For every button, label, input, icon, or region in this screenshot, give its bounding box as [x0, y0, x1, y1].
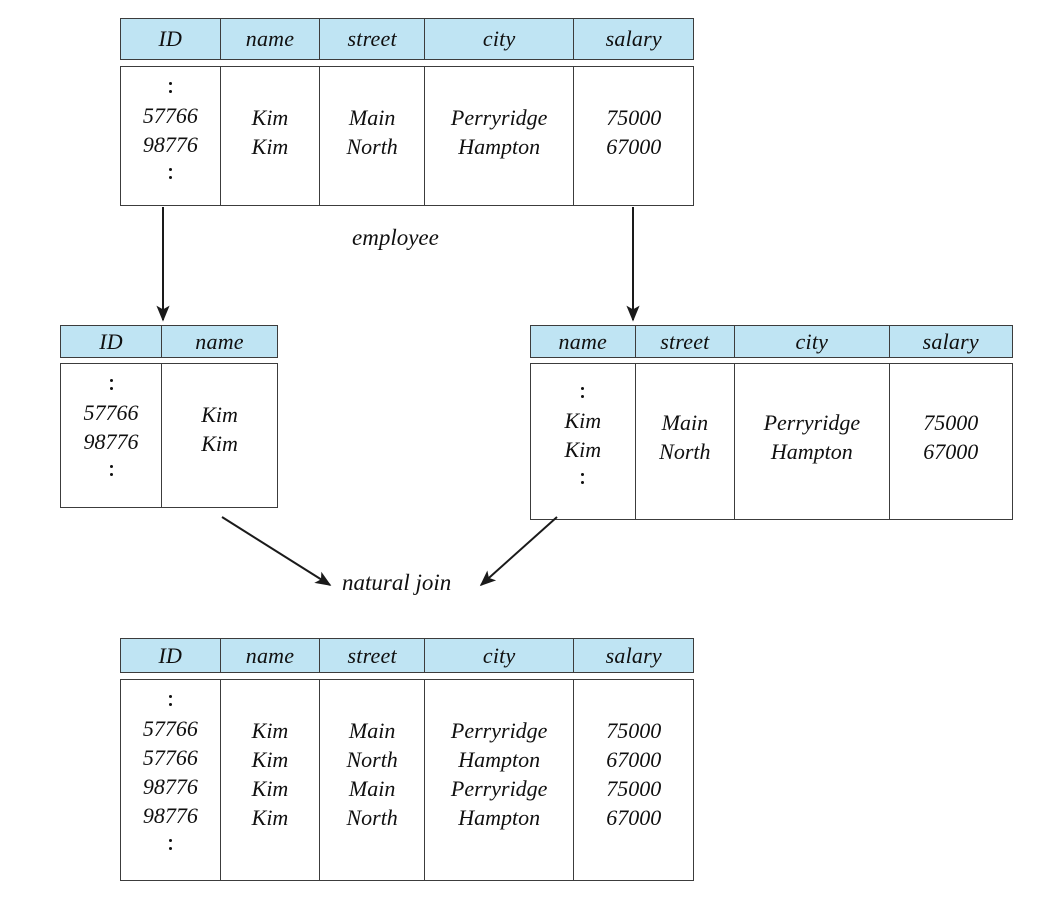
cell-value: Kim — [201, 402, 238, 427]
column-header-salary: salary — [922, 328, 979, 354]
caption-employee: employee — [352, 225, 439, 250]
table-right-projection-col-street: Main North — [636, 364, 736, 519]
arrow-left-projection-to-join — [221, 516, 332, 586]
column-header-name: name — [195, 328, 244, 354]
column-header-street: street — [320, 639, 425, 672]
table-employee-header-row: ID name street city salary — [120, 18, 694, 60]
cell-value: Kim — [251, 134, 289, 159]
table-right-projection-header-row: name street city salary — [530, 325, 1013, 358]
trailing-ellipsis-icon — [581, 464, 585, 492]
table-left-projection-col-name: Kim Kim — [162, 364, 277, 507]
column-header-city: city — [425, 19, 575, 59]
cell-value: 98776 — [142, 803, 198, 828]
cell-value: 98776 — [142, 132, 198, 157]
table-right-projection-col-salary: 75000 67000 — [890, 364, 1012, 519]
table-join-result-header-row: ID name street city salary — [120, 638, 694, 673]
leading-ellipsis-icon — [109, 370, 113, 398]
column-header-name: name — [531, 326, 636, 357]
table-employee-col-name: Kim Kim — [221, 67, 321, 205]
cell-value: Kim — [251, 805, 289, 830]
cell-value: 75000 — [606, 776, 662, 801]
table-left-projection-header-row: ID name — [60, 325, 278, 358]
cell-value: Kim — [564, 408, 602, 433]
column-header-salary: salary — [605, 26, 662, 51]
table-right-projection-col-name: Kim Kim — [531, 364, 636, 519]
leading-ellipsis-icon — [168, 73, 172, 101]
cell-value: 57766 — [142, 745, 198, 770]
cell-value: Main — [348, 776, 396, 801]
table-employee-col-street: Main North — [320, 67, 425, 205]
cell-value: Main — [348, 718, 396, 743]
table-join-result-body: 57766 57766 98776 98776 Kim Kim Kim Kim … — [120, 679, 694, 881]
table-join-result-col-salary: 75000 67000 75000 67000 — [574, 680, 693, 880]
cell-value: 67000 — [606, 134, 662, 159]
cell-value: 67000 — [606, 747, 662, 772]
cell-value: Perryridge — [763, 410, 861, 435]
table-left-projection: ID name 57766 98776 Kim Kim — [60, 325, 278, 508]
cell-value: Kim — [201, 431, 238, 456]
table-right-projection-body: Kim Kim Main North Perryridge Hampton 75… — [530, 363, 1013, 520]
cell-value: Main — [348, 105, 396, 130]
cell-value: North — [659, 439, 711, 464]
column-header-name: name — [221, 639, 321, 672]
caption-natural-join: natural join — [342, 570, 452, 595]
table-join-result-col-id: 57766 57766 98776 98776 — [121, 680, 221, 880]
cell-value: Perryridge — [450, 776, 548, 801]
column-header-city: city — [735, 326, 890, 357]
table-left-projection-body: 57766 98776 Kim Kim — [60, 363, 278, 508]
cell-value: 57766 — [142, 716, 198, 741]
column-header-id: ID — [121, 639, 221, 672]
table-join-result-col-name: Kim Kim Kim Kim — [221, 680, 321, 880]
cell-value: Hampton — [458, 134, 541, 159]
leading-ellipsis-icon — [168, 686, 172, 714]
arrow-right-projection-to-join — [479, 516, 558, 587]
cell-value: Perryridge — [450, 718, 548, 743]
cell-value: North — [346, 747, 398, 772]
table-right-projection-col-city: Perryridge Hampton — [735, 364, 890, 519]
cell-value: Kim — [251, 718, 289, 743]
cell-value: Hampton — [770, 439, 853, 464]
cell-value: 75000 — [606, 105, 662, 130]
leading-ellipsis-icon — [581, 378, 585, 406]
column-header-name: name — [221, 19, 321, 59]
cell-value: 75000 — [923, 410, 979, 435]
table-join-result: ID name street city salary 57766 57766 9… — [120, 638, 694, 881]
table-right-projection: name street city salary Kim Kim Main Nor… — [530, 325, 1013, 520]
cell-value: 57766 — [142, 103, 198, 128]
column-header-city: city — [425, 639, 575, 672]
trailing-ellipsis-icon — [109, 456, 113, 484]
cell-value: Kim — [251, 776, 289, 801]
column-header-id: ID — [61, 326, 163, 357]
table-employee-col-id: 57766 98776 — [121, 67, 221, 205]
table-employee-col-salary: 75000 67000 — [574, 67, 693, 205]
cell-value: Hampton — [458, 805, 541, 830]
cell-value: 98776 — [83, 429, 139, 454]
column-header-street: street — [320, 19, 425, 59]
cell-value: Perryridge — [450, 105, 548, 130]
cell-value: 67000 — [923, 439, 979, 464]
column-header-street: street — [636, 326, 736, 357]
table-join-result-col-street: Main North Main North — [320, 680, 425, 880]
table-employee: ID name street city salary 57766 98776 K… — [120, 18, 694, 206]
column-header-salary: salary — [605, 642, 662, 668]
cell-value: 67000 — [606, 805, 662, 830]
cell-value: North — [346, 134, 398, 159]
cell-value: Hampton — [458, 747, 541, 772]
table-employee-body: 57766 98776 Kim Kim Main North Perryridg… — [120, 66, 694, 206]
cell-value: Kim — [251, 747, 289, 772]
cell-value: 98776 — [142, 774, 198, 799]
cell-value: Kim — [251, 105, 289, 130]
column-header-id: ID — [121, 19, 221, 59]
cell-value: Main — [661, 410, 709, 435]
table-employee-col-city: Perryridge Hampton — [425, 67, 575, 205]
cell-value: 57766 — [83, 400, 139, 425]
table-left-projection-col-id: 57766 98776 — [61, 364, 163, 507]
cell-value: North — [346, 805, 398, 830]
trailing-ellipsis-icon — [168, 830, 172, 858]
table-join-result-col-city: Perryridge Hampton Perryridge Hampton — [425, 680, 575, 880]
cell-value: 75000 — [606, 718, 662, 743]
trailing-ellipsis-icon — [168, 159, 172, 187]
cell-value: Kim — [564, 437, 602, 462]
